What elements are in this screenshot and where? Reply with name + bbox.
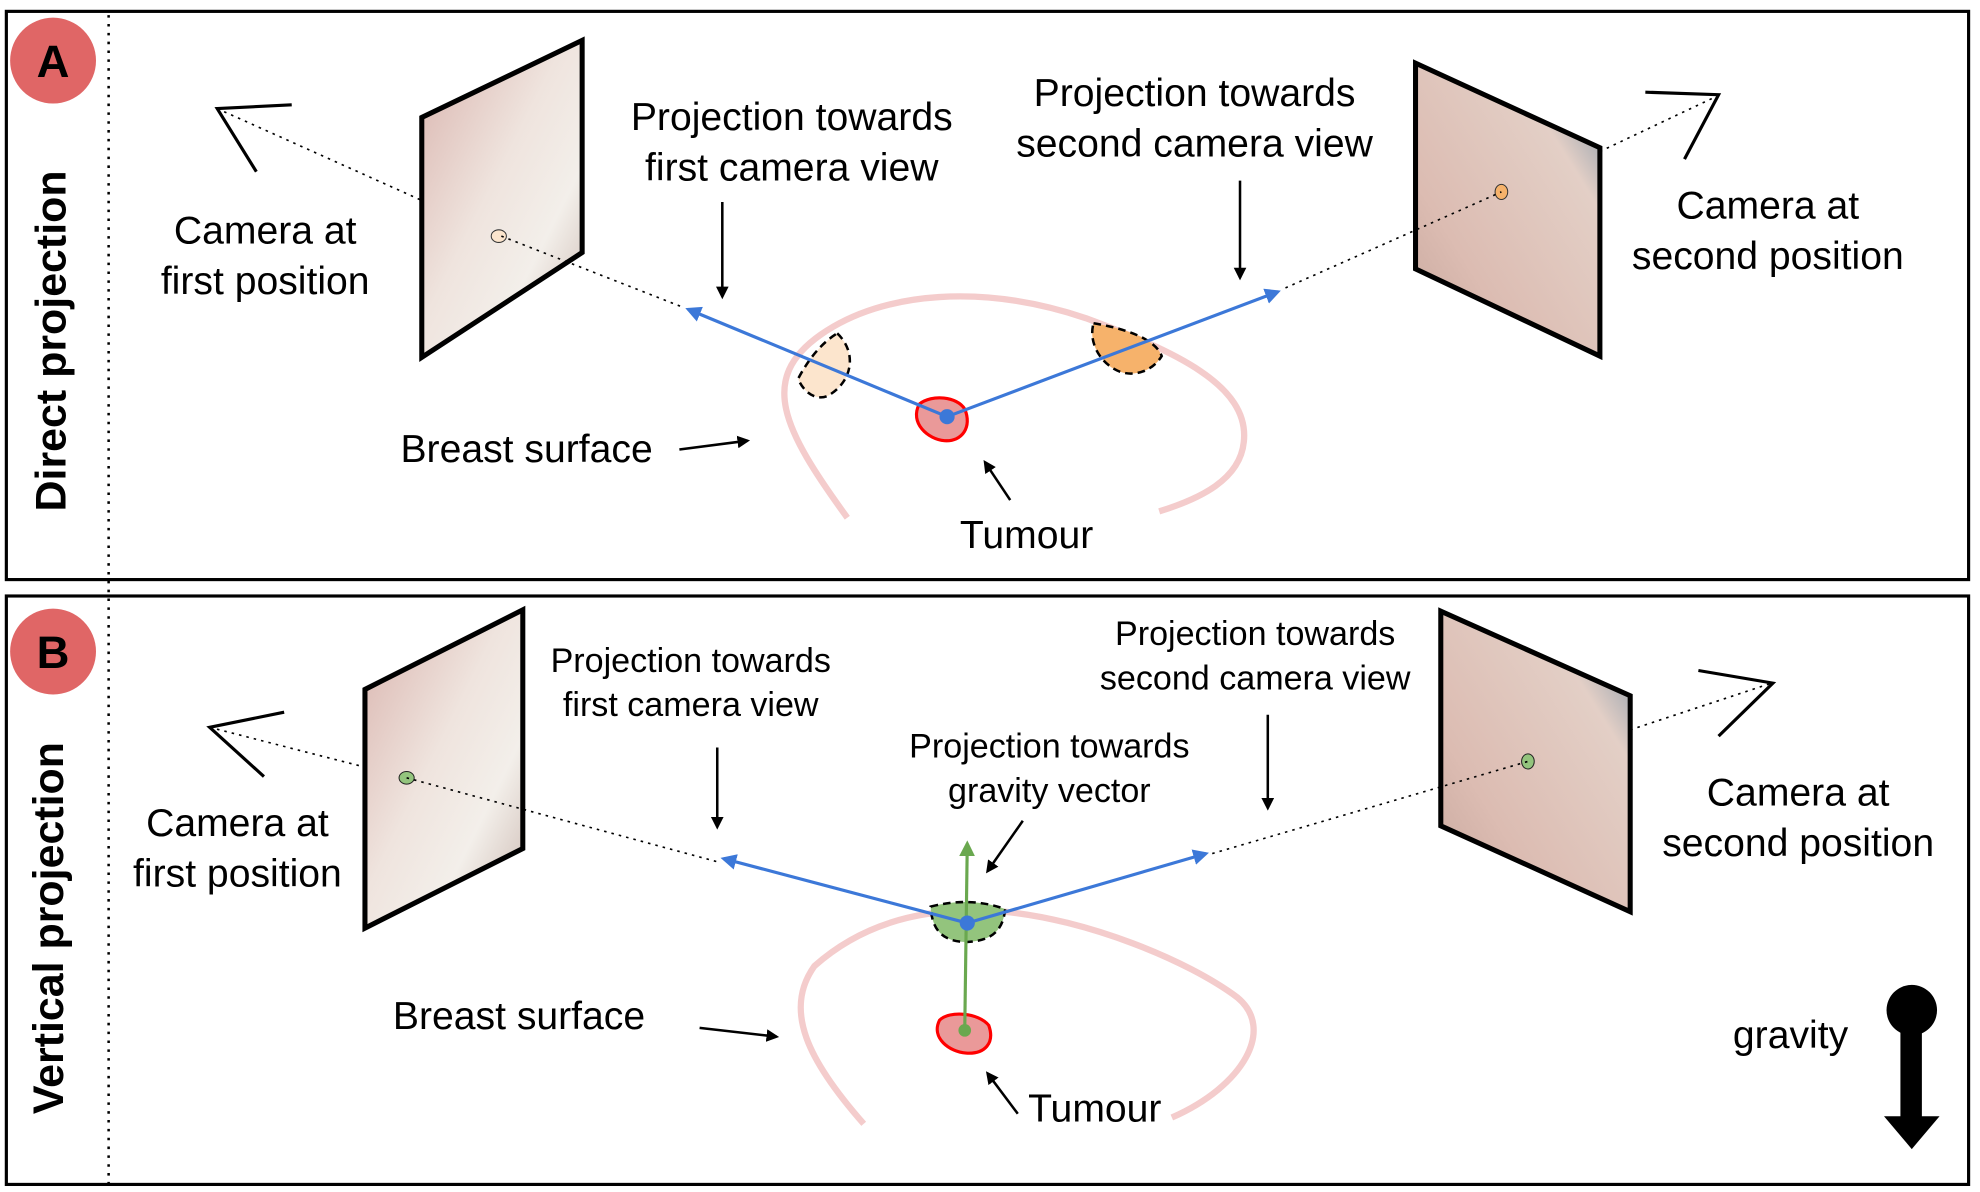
proj-gravity-pointer xyxy=(986,820,1024,874)
proj-first-label-1: Projection towards xyxy=(631,96,953,139)
camera-second-image xyxy=(1438,607,1633,916)
tumour-pointer xyxy=(985,1071,1019,1115)
gravity-label: gravity xyxy=(1733,1014,1849,1057)
panel-b: B Vertical projection Camera at first po… xyxy=(4,594,1971,1187)
tumour-center xyxy=(958,1024,972,1037)
camera-second-icon xyxy=(1698,668,1777,738)
projection-arrow-second xyxy=(946,288,1281,419)
breast-surface-curve xyxy=(781,293,1248,520)
projected-surface-point xyxy=(959,915,975,931)
panel-a-border xyxy=(4,9,1971,582)
panel-b-badge-label: B xyxy=(37,627,70,678)
camera-first-label-2: first position xyxy=(161,260,370,303)
breast-surface-pointer xyxy=(699,1026,780,1042)
breast-surface-label: Breast surface xyxy=(400,428,652,471)
proj-second-label-2: second camera view xyxy=(1100,659,1411,697)
tumour-label: Tumour xyxy=(960,514,1093,557)
panel-a-badge-label: A xyxy=(37,36,70,87)
projected-point-second xyxy=(1494,183,1509,201)
camera-second-icon xyxy=(1645,90,1722,160)
projection-arrow-second xyxy=(966,849,1209,925)
proj-second-label-1: Projection towards xyxy=(1115,615,1395,653)
camera-first-icon xyxy=(214,103,292,173)
camera-first-icon xyxy=(206,710,285,778)
camera-first-label-2: first position xyxy=(133,852,342,895)
camera-first-label-1: Camera at xyxy=(146,802,329,845)
sightline-first-lower xyxy=(406,777,720,864)
sightline-first-lower xyxy=(501,235,683,308)
gravity-icon xyxy=(1884,984,1940,1150)
proj-second-label-2: second camera view xyxy=(1016,123,1373,166)
projection-arrow-first xyxy=(720,854,968,925)
tumour-label: Tumour xyxy=(1028,1087,1161,1130)
proj-first-label-1: Projection towards xyxy=(551,642,831,680)
projected-point-second xyxy=(1521,753,1535,770)
panel-b-border xyxy=(4,594,1971,1187)
sightline-second-lower xyxy=(1285,191,1502,289)
breast-surface-label: Breast surface xyxy=(393,995,645,1038)
proj-gravity-label-2: gravity vector xyxy=(948,772,1151,810)
tumour-center xyxy=(939,409,955,425)
projected-point-first xyxy=(490,229,507,243)
camera-second-image xyxy=(1413,59,1603,361)
camera-second-label-1: Camera at xyxy=(1707,772,1890,815)
camera-second-label-2: second position xyxy=(1632,235,1904,278)
camera-first-image xyxy=(362,605,526,933)
panel-b-side-label: Vertical projection xyxy=(25,742,73,1114)
projection-arrow-first xyxy=(685,306,948,419)
proj-first-label-2: first camera view xyxy=(563,686,819,724)
camera-second-label-2: second position xyxy=(1662,822,1934,865)
proj-first-label-2: first camera view xyxy=(645,147,939,190)
sightline-second xyxy=(1599,95,1718,153)
breast-surface-pointer xyxy=(679,435,751,451)
sightline-second xyxy=(1629,682,1772,731)
camera-second-label-1: Camera at xyxy=(1677,184,1860,227)
panel-b-badge xyxy=(10,608,97,695)
panel-a-badge xyxy=(10,17,97,104)
sightline-second-lower xyxy=(1212,760,1529,855)
camera-first-image xyxy=(419,36,585,363)
camera-first-label-1: Camera at xyxy=(174,210,357,253)
gravity-projection-arrow xyxy=(959,840,975,1031)
tumour-pointer xyxy=(983,460,1012,501)
proj-gravity-label-1: Projection towards xyxy=(909,728,1189,766)
panel-a-side-label: Direct projection xyxy=(28,170,76,511)
panel-a: A Direct projection Camera at first posi… xyxy=(4,9,1971,1187)
proj-second-label-1: Projection towards xyxy=(1034,72,1356,115)
